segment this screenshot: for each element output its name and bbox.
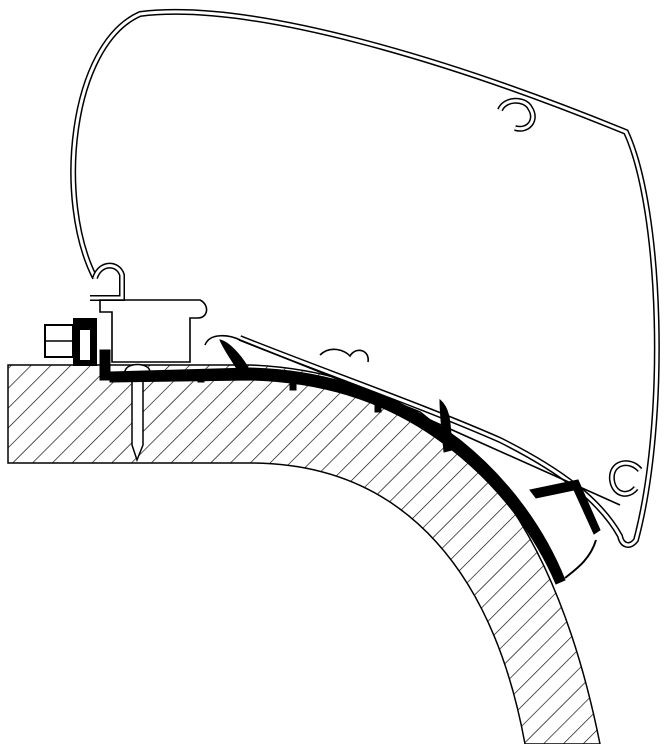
awning-housing xyxy=(70,8,660,548)
roof-section xyxy=(7,364,601,744)
adapter-profile xyxy=(99,339,601,585)
bolt xyxy=(44,318,97,366)
bracket-clip xyxy=(564,539,597,579)
